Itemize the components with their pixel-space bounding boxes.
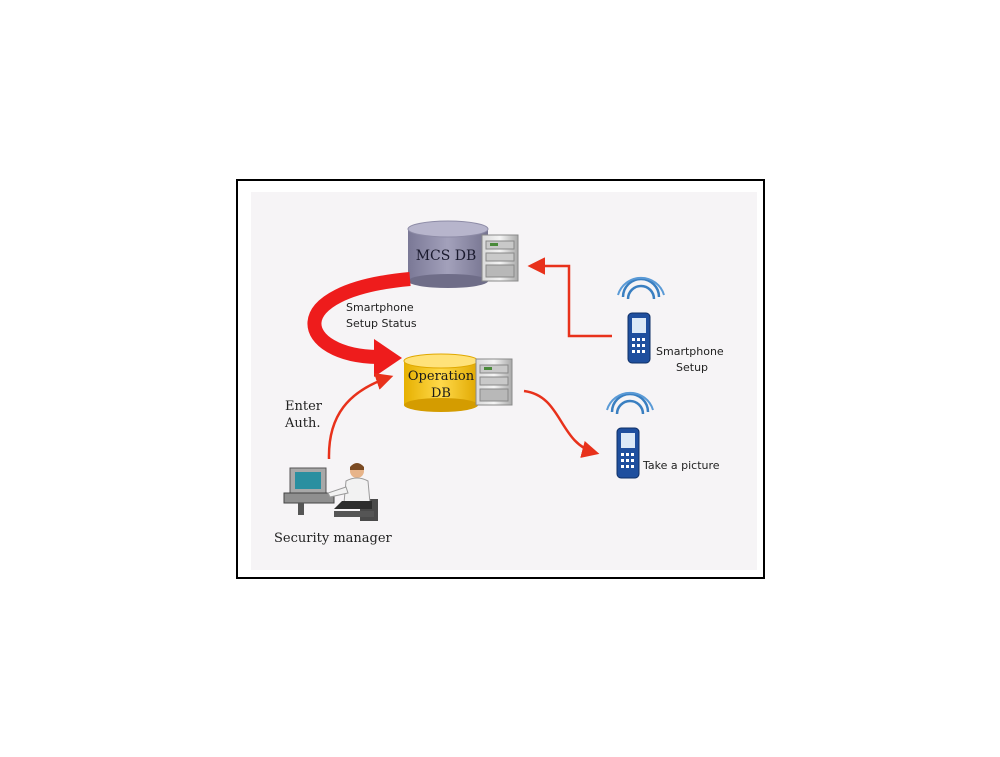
setup-to-mcs-arrow xyxy=(531,266,612,336)
operation-to-picture-arrow xyxy=(524,391,596,453)
operation-db-node: Operation DB xyxy=(404,354,512,412)
status-label-line2: Setup Status xyxy=(346,317,417,330)
smartphone-setup-label-line1: Smartphone xyxy=(656,345,724,358)
status-label-line1: Smartphone xyxy=(346,301,414,314)
diagram-frame: MCS DB Operation DB Smartphone xyxy=(236,179,765,579)
take-picture-label: Take a picture xyxy=(642,459,720,472)
operation-db-label-line1: Operation xyxy=(408,369,475,384)
auth-to-operation-arrow xyxy=(329,377,390,459)
mcs-db-label: MCS DB xyxy=(416,248,477,264)
security-manager-label: Security manager xyxy=(274,531,393,546)
mcs-db-node: MCS DB xyxy=(408,221,518,288)
enter-auth-label-line2: Auth. xyxy=(284,416,321,431)
flow-diagram: MCS DB Operation DB Smartphone xyxy=(238,181,763,577)
security-manager-icon xyxy=(284,463,378,521)
operation-db-label-line2: DB xyxy=(431,386,451,401)
smartphone-setup-label-line2: Setup xyxy=(676,361,708,374)
enter-auth-label-line1: Enter xyxy=(285,399,323,414)
operation-db-server-icon xyxy=(476,359,512,405)
mcs-db-server-icon xyxy=(482,235,518,281)
